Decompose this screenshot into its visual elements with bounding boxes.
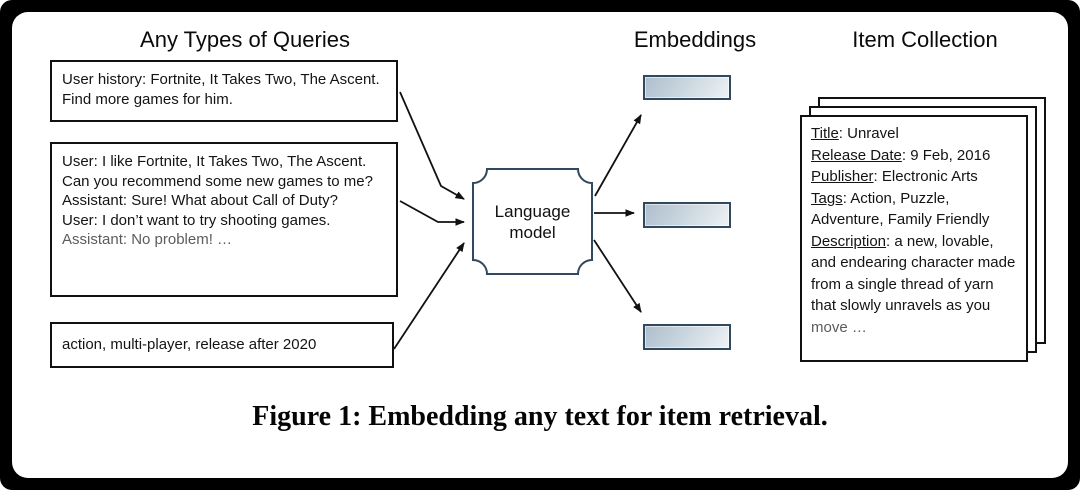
item-field-value: : Unravel [838, 125, 899, 142]
conversation-line: User: I don’t want to try shooting games… [62, 211, 331, 229]
embedding-vector-2 [643, 202, 731, 228]
query-box-attributes: action, multi-player, release after 2020 [50, 322, 394, 368]
item-field-label: Title [811, 125, 839, 142]
arrow-model-to-embedding1 [594, 114, 642, 197]
item-description-ellipsis: move … [811, 318, 867, 336]
language-model-box [472, 168, 593, 275]
item-collection-heading: Item Collection [852, 27, 998, 52]
item-field-value: : Action, Puzzle, Adventure, Family Frie… [811, 189, 990, 229]
item-field-label: Publisher [811, 168, 874, 185]
figure-caption: Figure 1: Embedding any text for item re… [252, 401, 828, 432]
item-field-value: : 9 Feb, 2016 [901, 146, 991, 164]
conversation-line: Assistant: Sure! What about Call of Duty… [62, 192, 338, 209]
item-field-value: : Electronic Arts [873, 168, 978, 185]
embedding-vector-3 [643, 324, 731, 350]
item-field-label: Description [811, 232, 887, 250]
item-card: Title: Unravel Release Date: 9 Feb, 2016… [800, 115, 1028, 362]
arrow-model-to-embedding3 [593, 239, 642, 313]
language-model-label: Language model [494, 201, 571, 242]
embeddings-heading: Embeddings [633, 27, 757, 52]
arrow-query2-to-model [399, 200, 465, 226]
query-box-user-history: User history: Fortnite, It Takes Two, Th… [50, 60, 398, 122]
item-field-value: : a new, lovable, and endearing characte… [811, 232, 1016, 315]
queries-heading: Any Types of Queries [140, 27, 350, 52]
embedding-vector-1 [643, 75, 731, 100]
arrow-query3-to-model [393, 242, 465, 350]
item-field-label: Release Date [811, 146, 902, 164]
conversation-line-muted: Assistant: No problem! … [62, 231, 233, 248]
conversation-line: User: I like Fortnite, It Takes Two, The… [62, 153, 373, 190]
item-field-label: Tags [811, 189, 843, 207]
arrow-query1-to-model [399, 91, 465, 200]
query-box-conversation: User: I like Fortnite, It Takes Two, The… [50, 142, 398, 297]
